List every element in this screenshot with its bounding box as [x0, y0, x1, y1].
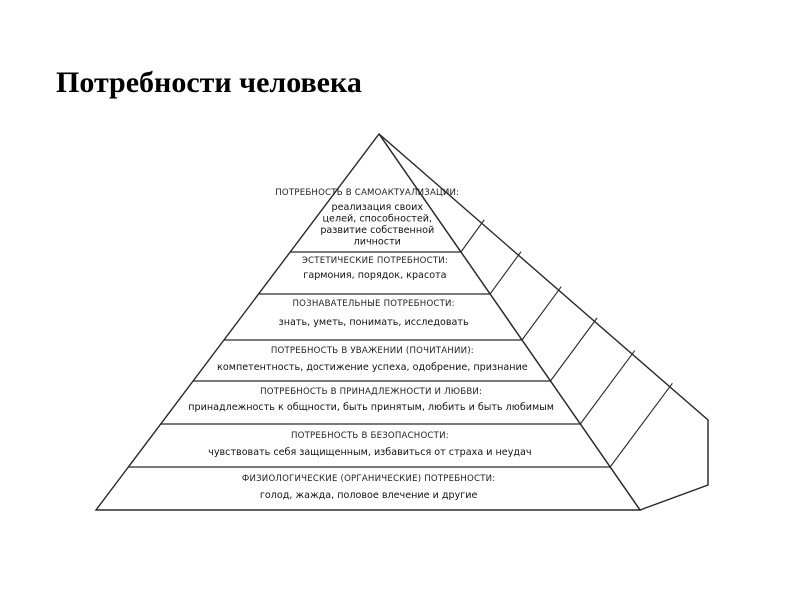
- level-heading: ПОТРЕБНОСТЬ В САМОАКТУАЛИЗАЦИИ:: [275, 188, 459, 198]
- pyramid-level: ФИЗИОЛОГИЧЕСКИЕ (ОРГАНИЧЕСКИЕ) ПОТРЕБНОС…: [242, 474, 496, 501]
- level-heading: ФИЗИОЛОГИЧЕСКИЕ (ОРГАНИЧЕСКИЕ) ПОТРЕБНОС…: [242, 474, 496, 484]
- level-heading: ПОЗНАВАТЕЛЬНЫЕ ПОТРЕБНОСТИ:: [293, 299, 455, 309]
- side-face-line: [489, 251, 522, 295]
- side-face-line: [579, 350, 636, 425]
- level-description: личности: [354, 237, 401, 248]
- level-heading: ПОТРЕБНОСТЬ В ПРИНАДЛЕЖНОСТИ И ЛЮБВИ:: [260, 387, 482, 397]
- level-description: реализация своих: [332, 202, 424, 213]
- level-heading: ПОТРЕБНОСТЬ В БЕЗОПАСНОСТИ:: [291, 431, 449, 441]
- pyramid-front-outline: [94, 132, 642, 511]
- pyramid-level: ПОТРЕБНОСТЬ В ПРИНАДЛЕЖНОСТИ И ЛЮБВИ: при…: [188, 387, 554, 413]
- level-description: развитие собственной: [320, 225, 434, 236]
- side-face-line: [521, 286, 562, 341]
- pyramid-level-dividers: [128, 251, 611, 468]
- pyramid-levels: ПОТРЕБНОСТЬ В САМОАКТУАЛИЗАЦИИ: реализаци…: [188, 188, 554, 501]
- pyramid-level: ПОТРЕБНОСТЬ В УВАЖЕНИИ (ПОЧИТАНИИ): компе…: [217, 346, 528, 373]
- level-description: чувствовать себя защищенным, избавиться …: [208, 447, 531, 458]
- level-description: целей, способностей,: [323, 214, 432, 225]
- level-heading: ПОТРЕБНОСТЬ В УВАЖЕНИИ (ПОЧИТАНИИ):: [271, 346, 474, 356]
- pyramid-level: ПОТРЕБНОСТЬ В САМОАКТУАЛИЗАЦИИ: реализаци…: [275, 188, 459, 248]
- level-description: голод, жажда, половое влечение и другие: [260, 490, 478, 501]
- pyramid-side-face: [379, 134, 708, 510]
- slide-title: Потребности человека: [56, 66, 362, 99]
- level-description: принадлежность к общности, быть принятым…: [188, 402, 554, 413]
- side-face-line: [550, 317, 598, 382]
- level-description: компетентность, достижение успеха, одобр…: [217, 362, 528, 373]
- level-heading: ЭСТЕТИЧЕСКИЕ ПОТРЕБНОСТИ:: [302, 256, 448, 266]
- pyramid-level: ПОЗНАВАТЕЛЬНЫЕ ПОТРЕБНОСТИ: знать, уметь,…: [279, 299, 469, 328]
- pyramid-level: ЭСТЕТИЧЕСКИЕ ПОТРЕБНОСТИ: гармония, поряд…: [302, 256, 448, 281]
- side-face-line: [609, 382, 673, 468]
- level-description: знать, уметь, понимать, исследовать: [279, 317, 469, 328]
- side-face-line: [460, 219, 485, 253]
- pyramid-level: ПОТРЕБНОСТЬ В БЕЗОПАСНОСТИ: чувствовать с…: [208, 431, 531, 458]
- level-description: гармония, порядок, красота: [303, 270, 446, 281]
- pyramid-front-face: [96, 134, 640, 510]
